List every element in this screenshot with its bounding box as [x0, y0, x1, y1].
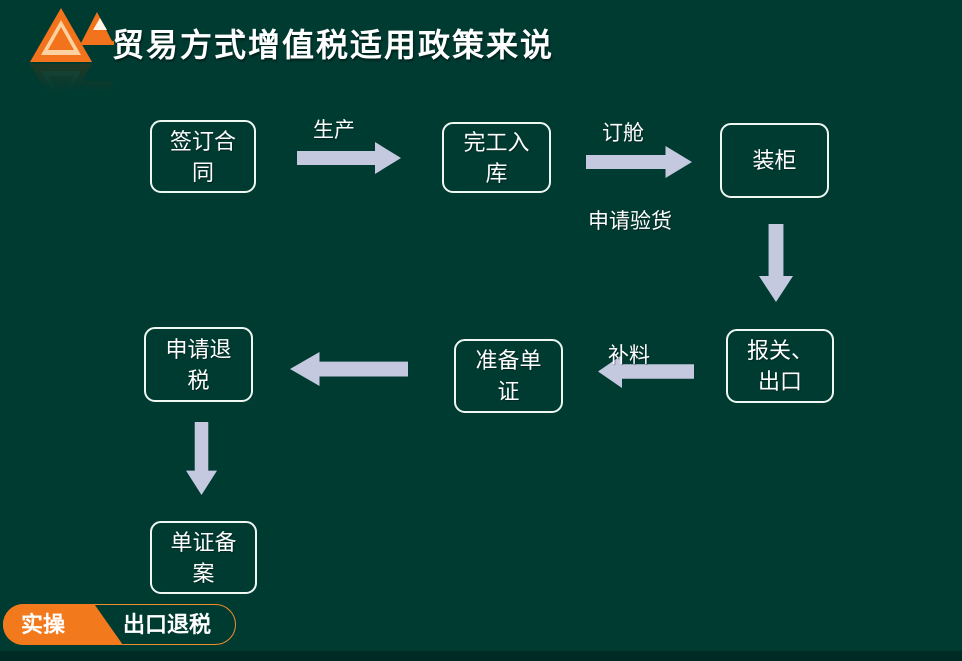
right-arrow-production-icon [297, 142, 401, 174]
production-label: 生产 [313, 119, 355, 142]
node-sign-contract: 签订合同 [150, 120, 256, 193]
logo-reflection-fade [24, 63, 116, 97]
booking-label: 订舱 [602, 122, 644, 145]
twin-triangles-logo-icon [24, 5, 116, 97]
left-arrow-supplement-icon [598, 355, 694, 388]
footer-badge-tag: 实操 [21, 612, 66, 637]
node-finish-warehouse: 完工入库 [442, 122, 551, 193]
supplement-label: 补料 [608, 344, 650, 367]
node-customs-export: 报关、出口 [726, 329, 834, 403]
page-title: 贸易方式增值税适用政策来说 [112, 27, 555, 63]
down-arrow-to-filing-icon [186, 422, 217, 495]
node-doc-filing: 单证备案 [150, 521, 257, 594]
footer-badge-topic: 出口退税 [122, 612, 211, 637]
node-load-container: 装柜 [720, 123, 829, 198]
node-apply-refund: 申请退税 [144, 327, 253, 402]
left-arrow-to-refund-icon [290, 352, 408, 386]
right-arrow-booking-icon [586, 146, 692, 178]
down-arrow-to-customs-icon [759, 224, 793, 302]
footer-badge: 实操 出口退税 [3, 604, 236, 645]
node-prepare-docs: 准备单证 [454, 339, 563, 413]
inspection-label: 申请验货 [588, 210, 672, 233]
bottom-strip [0, 651, 962, 661]
twin-triangles-logo-main [30, 8, 114, 62]
